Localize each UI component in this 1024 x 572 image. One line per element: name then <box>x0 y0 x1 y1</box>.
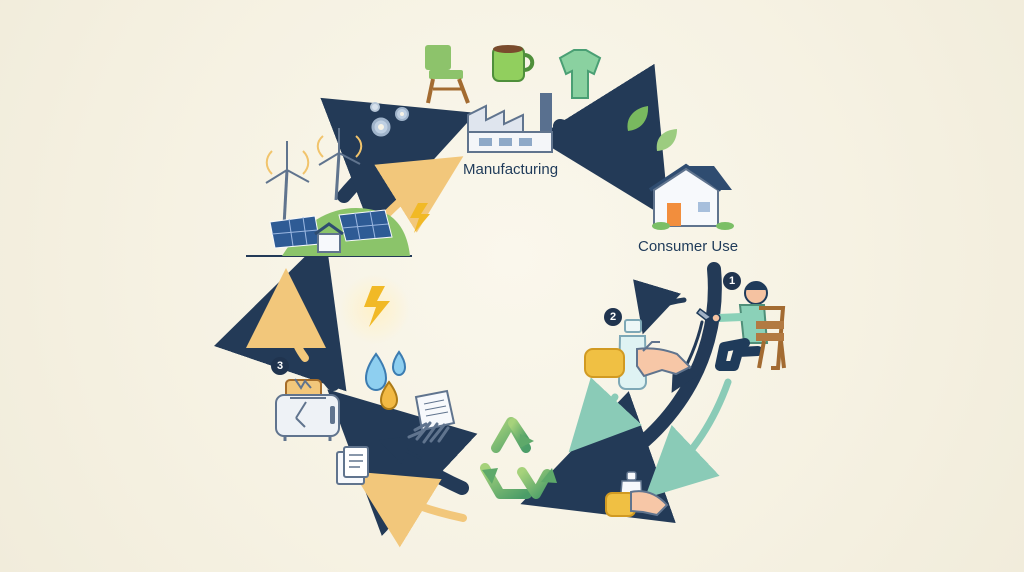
toaster-icon <box>275 378 340 441</box>
bottom-bottle-hand-icon <box>605 471 669 517</box>
cycle-arrow-waste-to-energy <box>214 236 347 392</box>
consumer-use-label: Consumer Use <box>638 238 739 255</box>
teal-arrow-left <box>568 377 643 453</box>
factory-icon <box>467 93 553 153</box>
mug-icon <box>492 45 535 82</box>
leaf-icon <box>627 106 677 151</box>
energy-glow <box>340 274 410 344</box>
manufacturing-label: Manufacturing <box>463 161 559 178</box>
repair-loop-arrow <box>633 279 687 335</box>
water-drop-icon <box>364 350 407 411</box>
solar-panel-icon <box>269 209 393 253</box>
step-badge-2: 2 <box>604 308 622 326</box>
orange-arrow-bottom <box>352 471 467 548</box>
orange-arrow-left <box>246 268 327 362</box>
step-badge-3: 3 <box>271 357 289 375</box>
gear-icon <box>370 102 409 137</box>
teal-arrow-right <box>644 378 732 499</box>
document-icon <box>336 446 369 485</box>
shredded-paper-icon <box>407 389 456 444</box>
orange-arrow-top <box>374 156 464 233</box>
wind-turbine-icon <box>265 128 363 227</box>
cycle-arrow-manufacturing-to-consumer-use <box>535 63 670 220</box>
cycle-arrow-consumer-use-to-recycling <box>520 262 722 523</box>
person-repairing-chair-icon <box>695 281 786 371</box>
recycle-icon <box>480 417 557 499</box>
tshirt-icon <box>558 49 602 99</box>
house-icon <box>648 163 734 230</box>
step-badge-1: 1 <box>723 272 741 290</box>
small-waste-arrow <box>378 436 422 465</box>
hand-icon <box>584 341 692 378</box>
chair-icon <box>425 45 470 104</box>
lightning-icon <box>364 203 430 327</box>
small-return-arrow <box>671 320 704 393</box>
cycle-arrow-energy-to-manufacturing <box>320 97 477 229</box>
